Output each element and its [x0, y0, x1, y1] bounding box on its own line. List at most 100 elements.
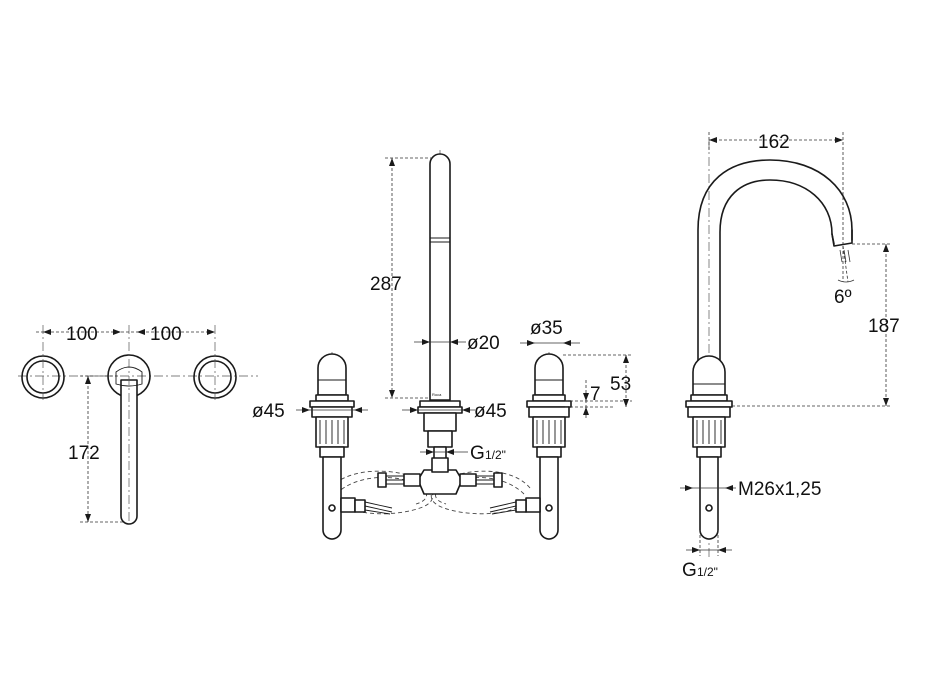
spout-outlet — [831, 229, 853, 247]
side-flange-lower — [687, 406, 731, 418]
right-valve-threads — [536, 420, 562, 444]
dimension-thread-center: G — [470, 443, 485, 464]
thread-right-arrow — [692, 547, 700, 553]
tilt-angle-guide — [842, 245, 849, 283]
right-valve-port — [545, 504, 553, 512]
spout-tube — [429, 153, 451, 401]
thread-center-arrow — [426, 449, 434, 455]
mount-thread-arrow — [725, 485, 733, 491]
tee-inlet-left — [403, 473, 421, 487]
left-valve-pipe — [322, 456, 342, 540]
tilt-angle-arc — [837, 279, 855, 283]
dimension-thread-right: G — [682, 560, 697, 581]
left-valve-outlet — [340, 497, 356, 513]
right-valve-pipe — [539, 456, 559, 540]
left-valve-collar — [315, 394, 349, 402]
handle-height-arrow — [623, 399, 629, 407]
side-handle — [692, 355, 726, 396]
dimension-handle-diameter: ø35 — [530, 318, 563, 339]
width-arrow — [137, 329, 145, 335]
left-valve-flange — [309, 400, 355, 408]
gooseneck-inner — [719, 179, 835, 373]
handle-diameter-arrow — [563, 340, 571, 346]
left-valve-port — [328, 504, 336, 512]
dimension-spout-height: 287 — [370, 274, 402, 295]
handle-length-arrow — [85, 514, 91, 522]
reach-arrow — [709, 137, 717, 143]
gooseneck-outer — [697, 159, 853, 373]
collar-arrow — [583, 407, 589, 415]
dimension-width-right: 100 — [150, 324, 182, 345]
spout-diameter-arrow — [422, 339, 430, 345]
water-flow-lines — [839, 249, 851, 263]
left-hose-nut — [354, 499, 366, 513]
spout-shank — [423, 412, 457, 432]
outlet-height-arrow — [883, 398, 889, 406]
right-valve-outlet — [525, 497, 541, 513]
dimension-thread-center-fraction: 1/2" — [485, 448, 506, 462]
spout-nut — [427, 430, 453, 448]
collar-arrow — [583, 393, 589, 401]
reach-arrow — [835, 137, 843, 143]
side-collar — [690, 394, 728, 402]
left-hose-braided — [364, 501, 393, 515]
handle-height-arrow — [623, 355, 629, 363]
width-arrow — [113, 329, 121, 335]
side-threads — [696, 420, 722, 444]
dimension-reach: 162 — [758, 132, 790, 153]
dimension-tilt-angle: 6º — [834, 287, 852, 308]
outlet-height-arrow — [883, 244, 889, 252]
width-arrow — [207, 329, 215, 335]
right-valve-flange-lower — [528, 406, 570, 418]
left-valve-handle — [317, 353, 347, 396]
tee-connector — [417, 469, 463, 495]
thread-right-arrow — [718, 547, 726, 553]
spout-diameter-arrow — [450, 339, 458, 345]
spout-logo: Roca — [432, 392, 442, 397]
spout-height-arrow — [389, 390, 395, 398]
hose-right-braided — [476, 475, 496, 485]
right-hose-nut — [515, 499, 527, 513]
right-valve-nut — [536, 446, 562, 458]
dimension-handle-length: 172 — [68, 443, 100, 464]
dimension-outlet-height: 187 — [868, 316, 900, 337]
dimension-spout-diameter: ø20 — [467, 333, 500, 354]
width-arrow — [43, 329, 51, 335]
thread-center-arrow — [446, 449, 454, 455]
dimension-handle-collar: 7 — [590, 384, 601, 405]
hose-fitting-left — [377, 472, 387, 488]
side-port — [705, 504, 713, 512]
handle-diameter-arrow — [527, 340, 535, 346]
spout-height-arrow — [389, 158, 395, 166]
spout-base-diameter-arrow — [410, 407, 418, 413]
dimension-thread-right-fraction: 1/2" — [697, 565, 718, 579]
installation-view: Roca 287 ø20 ø45 G — [252, 150, 632, 540]
left-valve-diameter-arrow — [302, 407, 310, 413]
mount-thread-arrow — [685, 485, 693, 491]
dimension-handle-height: 53 — [610, 374, 631, 395]
left-valve-diameter-arrow — [354, 407, 362, 413]
hose-fitting-right — [493, 472, 503, 488]
dimension-width-left: 100 — [66, 324, 98, 345]
right-hose-braided — [489, 501, 517, 515]
side-view: 162 6º 187 M26x1,25 G 1/2" — [680, 132, 900, 581]
right-valve-collar — [532, 394, 566, 402]
tee-inlet-right — [459, 473, 477, 487]
hose-right-dashed-2 — [435, 476, 525, 505]
right-valve-flange — [526, 400, 572, 408]
front-view: 100 100 172 — [18, 324, 258, 525]
left-valve-flange-lower — [311, 406, 353, 418]
handle-length-arrow — [85, 376, 91, 384]
spout-flange — [419, 400, 461, 408]
spout-collar — [115, 366, 143, 387]
side-pipe — [699, 456, 719, 540]
hose-left-braided — [384, 475, 404, 485]
dimension-valve-base-diameter: ø45 — [252, 401, 285, 422]
left-valve-threads — [319, 420, 345, 444]
dimension-mount-thread: M26x1,25 — [738, 479, 821, 500]
right-valve-handle — [534, 353, 564, 396]
side-flange — [685, 400, 733, 408]
left-valve-nut — [319, 446, 345, 458]
dimension-spout-base-diameter: ø45 — [474, 401, 507, 422]
